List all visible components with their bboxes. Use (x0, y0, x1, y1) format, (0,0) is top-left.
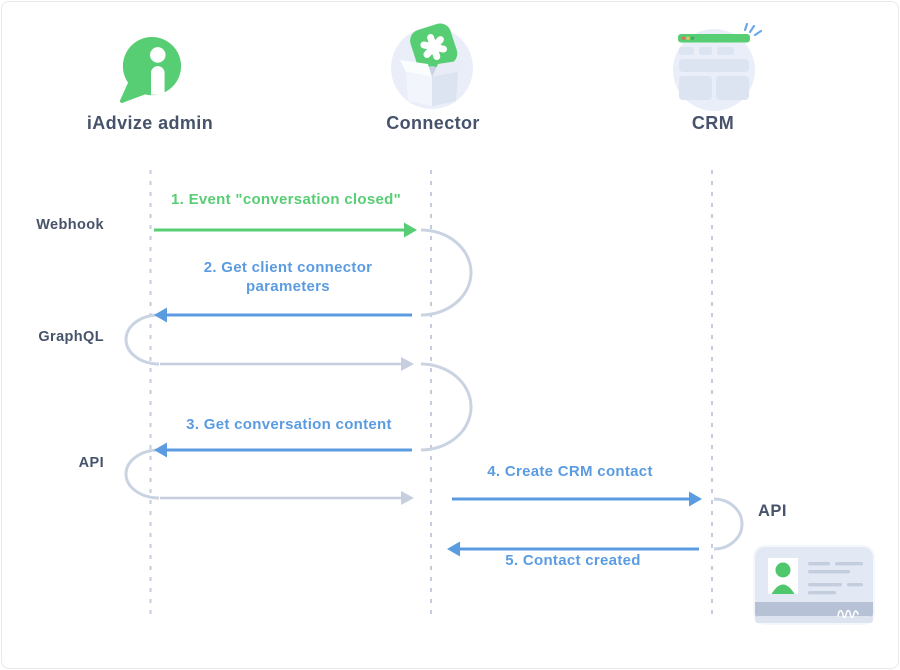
iadvize-arc-1 (124, 313, 160, 366)
logo-stem (151, 66, 165, 95)
arrow-contact-created (447, 541, 699, 557)
id-card-icon (753, 545, 875, 625)
signature-squiggle (837, 609, 859, 619)
window-dot-yellow (686, 36, 690, 40)
arrow-get-conversation-content (154, 442, 412, 458)
message-label-1: 1. Event "conversation closed" (171, 191, 401, 208)
lifelines (149, 170, 713, 616)
crm-browser-icon (673, 22, 762, 111)
connector-arc-2 (420, 362, 473, 452)
card-text-lines (808, 562, 863, 595)
message-label-3: 3. Get conversation content (186, 416, 392, 433)
actor-label-iadvize-admin: iAdvize admin (86, 113, 214, 133)
arrow-return-content (160, 491, 414, 505)
lane-label-api: API (78, 455, 104, 471)
message-label-4: 4. Create CRM contact (487, 463, 653, 480)
plugin-card (410, 23, 458, 71)
message-label-2: 2. Get client connector parameters (203, 259, 373, 295)
crm-api-label: API (758, 502, 788, 520)
actor-label-connector: Connector (386, 113, 480, 133)
actor-label-crm: CRM (691, 113, 735, 133)
arrow-get-connector-parameters (154, 307, 412, 323)
sparkle-lines (743, 22, 762, 37)
arrow-event-conversation-closed (154, 222, 417, 238)
window-dot-green (690, 36, 695, 40)
arrow-return-parameters (160, 357, 414, 371)
lane-label-webhook: Webhook (36, 217, 104, 233)
iadvize-logo-icon (119, 37, 182, 103)
arrow-create-crm-contact (452, 491, 702, 507)
crm-arc (713, 497, 744, 551)
processing-arcs (124, 228, 744, 551)
lane-label-graphql: GraphQL (38, 329, 104, 345)
iadvize-arc-2 (124, 448, 160, 500)
contact-avatar (771, 562, 795, 594)
logo-dot (150, 47, 166, 63)
browser-window (678, 34, 750, 100)
message-label-5: 5. Contact created (505, 552, 641, 569)
browser-top-bar (678, 34, 750, 43)
open-box (400, 60, 464, 106)
connector-arc-1 (420, 228, 473, 317)
window-dot-red (681, 36, 686, 40)
connector-box-icon (391, 23, 473, 109)
